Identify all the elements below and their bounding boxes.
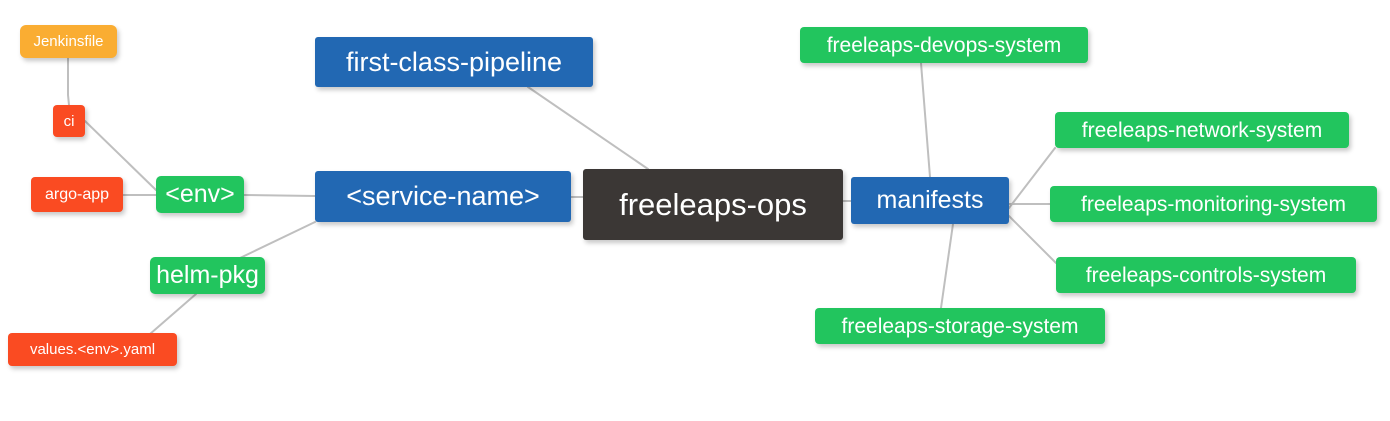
node-service-name[interactable]: <service-name>	[315, 171, 571, 222]
node-freeleaps-network-system[interactable]: freeleaps-network-system	[1055, 112, 1349, 148]
node-first-class-pipeline[interactable]: first-class-pipeline	[315, 37, 593, 87]
edge-jenkinsfile-to-ci	[67, 57, 70, 106]
edge-manifests-to-freeleaps-controls-system	[1008, 215, 1057, 264]
node-env[interactable]: <env>	[156, 176, 244, 213]
node-jenkinsfile[interactable]: Jenkinsfile	[20, 25, 117, 58]
node-freeleaps-devops-system[interactable]: freeleaps-devops-system	[800, 27, 1088, 63]
node-freeleaps-ops[interactable]: freeleaps-ops	[583, 169, 843, 240]
edge-first-class-pipeline-to-freeleaps-ops	[527, 86, 649, 170]
node-freeleaps-controls-system[interactable]: freeleaps-controls-system	[1056, 257, 1356, 293]
node-values-yaml[interactable]: values.<env>.yaml	[8, 333, 177, 366]
edge-helm-pkg-to-service-name	[239, 221, 316, 259]
node-manifests[interactable]: manifests	[851, 177, 1009, 224]
node-freeleaps-storage-system[interactable]: freeleaps-storage-system	[815, 308, 1105, 344]
edge-manifests-to-freeleaps-network-system	[1008, 147, 1056, 209]
edge-manifests-to-freeleaps-devops-system	[920, 62, 931, 178]
edge-manifests-to-freeleaps-storage-system	[940, 223, 954, 309]
edge-values-yaml-to-helm-pkg	[149, 293, 197, 335]
edge-env-to-service-name	[243, 194, 316, 197]
node-ci[interactable]: ci	[53, 105, 85, 137]
node-argo-app[interactable]: argo-app	[31, 177, 123, 212]
node-helm-pkg[interactable]: helm-pkg	[150, 257, 265, 294]
node-freeleaps-monitoring-system[interactable]: freeleaps-monitoring-system	[1050, 186, 1377, 222]
